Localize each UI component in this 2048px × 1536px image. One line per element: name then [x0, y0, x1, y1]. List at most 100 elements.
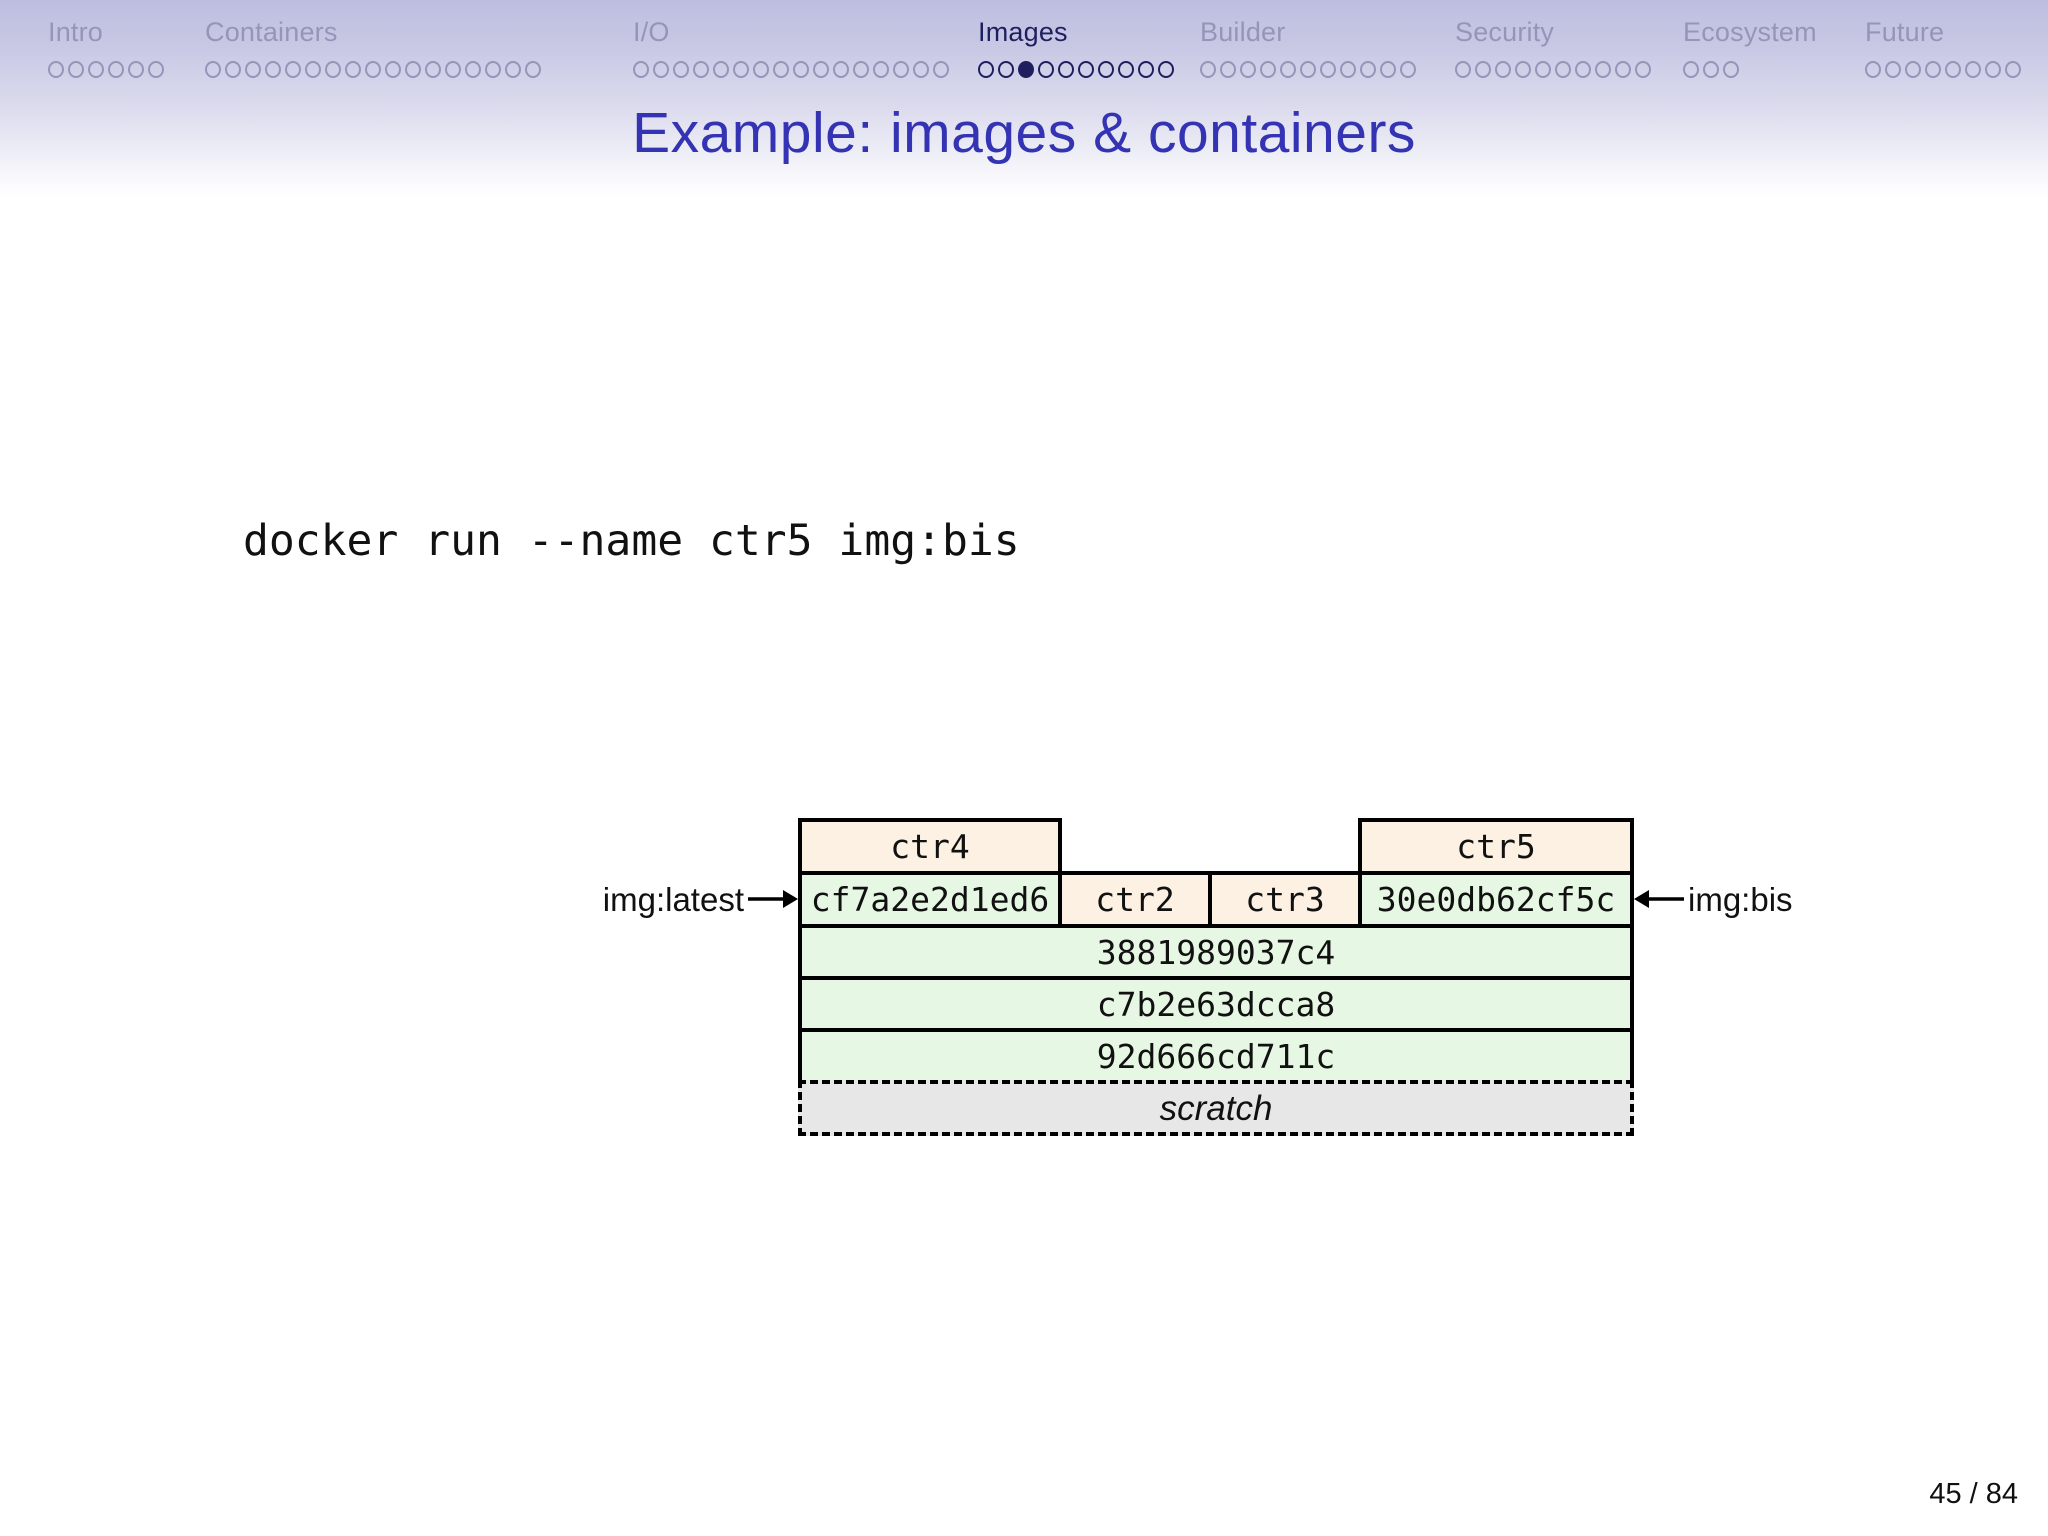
nav-section-future[interactable]: Future	[1865, 17, 2021, 78]
slide-dot[interactable]	[1555, 60, 1571, 78]
slide-dot[interactable]	[1905, 60, 1921, 78]
slide-dot[interactable]	[1635, 60, 1651, 78]
slide-dot[interactable]	[893, 60, 909, 78]
slide-dot[interactable]	[1240, 60, 1256, 78]
slide-dot[interactable]	[1220, 60, 1236, 78]
slide-dot[interactable]	[813, 60, 829, 78]
nav-section-builder[interactable]: Builder	[1200, 17, 1416, 78]
slide-dot[interactable]	[1575, 60, 1591, 78]
slide-dot[interactable]	[1925, 60, 1941, 78]
slide-dot[interactable]	[1118, 60, 1134, 78]
slide-dot[interactable]	[1138, 60, 1154, 78]
slide-dot[interactable]	[978, 60, 994, 78]
current-slide-dot[interactable]	[1018, 60, 1034, 78]
slide-dot[interactable]	[1058, 60, 1074, 78]
nav-section-ecosystem[interactable]: Ecosystem	[1683, 17, 1817, 78]
slide-dot[interactable]	[265, 60, 281, 78]
slide-dot[interactable]	[108, 60, 124, 78]
slide-dot[interactable]	[1865, 60, 1881, 78]
nav-section-label[interactable]: Future	[1865, 17, 1945, 47]
slide-dot[interactable]	[385, 60, 401, 78]
slide-dot[interactable]	[693, 60, 709, 78]
slide-dot[interactable]	[793, 60, 809, 78]
slide-dot[interactable]	[1455, 60, 1471, 78]
slide-dot[interactable]	[48, 60, 64, 78]
slide-dot[interactable]	[1985, 60, 2001, 78]
slide-dot[interactable]	[2005, 60, 2021, 78]
slide-dot[interactable]	[68, 60, 84, 78]
slide-dot[interactable]	[1885, 60, 1901, 78]
slide-dot[interactable]	[465, 60, 481, 78]
slide-dot[interactable]	[1965, 60, 1981, 78]
nav-section-label[interactable]: Builder	[1200, 17, 1286, 47]
arrow-right-icon	[748, 890, 798, 908]
slide-dot[interactable]	[1340, 60, 1356, 78]
slide-dot[interactable]	[873, 60, 889, 78]
slide-dot[interactable]	[1380, 60, 1396, 78]
slide-dot[interactable]	[913, 60, 929, 78]
slide-dot[interactable]	[305, 60, 321, 78]
slide-dot[interactable]	[148, 60, 164, 78]
slide-dot[interactable]	[1038, 60, 1054, 78]
slide-dot[interactable]	[425, 60, 441, 78]
nav-section-label[interactable]: Security	[1455, 17, 1555, 47]
nav-section-label[interactable]: Images	[978, 17, 1068, 47]
shared-layer-row: 92d666cd711c	[798, 1028, 1634, 1084]
slide-dot[interactable]	[653, 60, 669, 78]
slide-dot[interactable]	[1158, 60, 1174, 78]
slide-dot[interactable]	[1495, 60, 1511, 78]
nav-section-security[interactable]: Security	[1455, 17, 1651, 78]
slide-dot[interactable]	[345, 60, 361, 78]
slide-dot[interactable]	[225, 60, 241, 78]
slide-dot[interactable]	[1260, 60, 1276, 78]
nav-section-intro[interactable]: Intro	[48, 17, 164, 78]
slide-dot[interactable]	[1703, 60, 1719, 78]
slide-dot[interactable]	[933, 60, 949, 78]
slide-dot[interactable]	[833, 60, 849, 78]
slide-dot[interactable]	[1280, 60, 1296, 78]
slide-dot[interactable]	[1615, 60, 1631, 78]
slide-dot[interactable]	[485, 60, 501, 78]
slide-dot[interactable]	[285, 60, 301, 78]
slide-dot[interactable]	[1683, 60, 1699, 78]
nav-section-label[interactable]: Intro	[48, 17, 104, 47]
slide-dot[interactable]	[445, 60, 461, 78]
image-layer-cell-latest: cf7a2e2d1ed6	[798, 871, 1062, 928]
slide-dot[interactable]	[773, 60, 789, 78]
slide-dot[interactable]	[998, 60, 1014, 78]
slide-dot[interactable]	[88, 60, 104, 78]
slide-dot[interactable]	[853, 60, 869, 78]
slide-dot[interactable]	[1200, 60, 1216, 78]
slide-dot[interactable]	[753, 60, 769, 78]
slide-dot[interactable]	[1098, 60, 1114, 78]
slide-dot[interactable]	[1945, 60, 1961, 78]
nav-section-containers[interactable]: Containers	[205, 17, 541, 78]
slide-dot[interactable]	[1595, 60, 1611, 78]
nav-section-label[interactable]: I/O	[633, 17, 670, 47]
nav-section-label[interactable]: Ecosystem	[1683, 17, 1817, 47]
slide-dot[interactable]	[1360, 60, 1376, 78]
slide-dot[interactable]	[1535, 60, 1551, 78]
nav-section-i-o[interactable]: I/O	[633, 17, 949, 78]
slide-dot[interactable]	[633, 60, 649, 78]
slide-dot[interactable]	[1320, 60, 1336, 78]
slide-dot[interactable]	[733, 60, 749, 78]
slide-dot[interactable]	[1300, 60, 1316, 78]
nav-section-label[interactable]: Containers	[205, 17, 338, 47]
slide-dot[interactable]	[1078, 60, 1094, 78]
slide-dot[interactable]	[713, 60, 729, 78]
slide-dot[interactable]	[1400, 60, 1416, 78]
nav-section-images[interactable]: Images	[978, 17, 1174, 78]
slide-dot[interactable]	[525, 60, 541, 78]
slide-dot[interactable]	[505, 60, 521, 78]
slide-dot[interactable]	[365, 60, 381, 78]
slide-dot[interactable]	[673, 60, 689, 78]
slide-dot[interactable]	[245, 60, 261, 78]
slide-dot[interactable]	[1723, 60, 1739, 78]
slide-dot[interactable]	[205, 60, 221, 78]
slide-dot[interactable]	[128, 60, 144, 78]
slide-dot[interactable]	[1515, 60, 1531, 78]
slide-dot[interactable]	[405, 60, 421, 78]
slide-dot[interactable]	[1475, 60, 1491, 78]
slide-dot[interactable]	[325, 60, 341, 78]
